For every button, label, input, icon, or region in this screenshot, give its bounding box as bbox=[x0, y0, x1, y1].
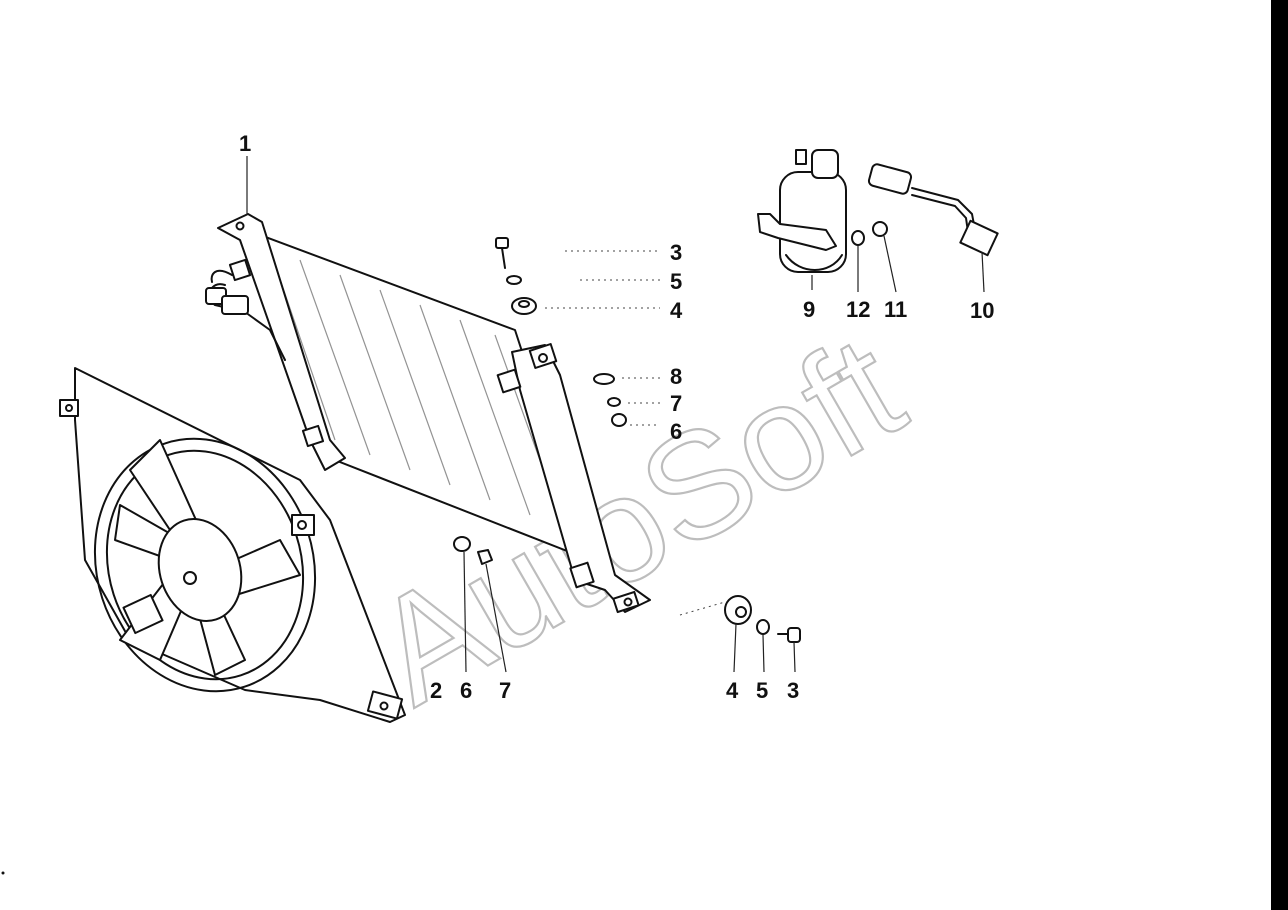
washer-7 bbox=[607, 397, 621, 407]
callout-4-lower: 4 bbox=[726, 678, 739, 703]
callout-5-lower: 5 bbox=[756, 678, 768, 703]
upper-washer-5 bbox=[506, 275, 522, 285]
scan-dot bbox=[1, 871, 5, 875]
lower-clip-7 bbox=[477, 549, 493, 565]
callout-6-upper: 6 bbox=[670, 419, 682, 444]
callout-5-upper: 5 bbox=[670, 269, 682, 294]
o-ring-12 bbox=[851, 230, 865, 246]
callout-7-lower: 7 bbox=[499, 678, 511, 703]
scan-edge-bar bbox=[1271, 0, 1288, 910]
upper-bolt-3 bbox=[495, 237, 509, 269]
callout-10: 10 bbox=[970, 298, 994, 323]
lower-nut-6 bbox=[453, 536, 471, 552]
callout-labels: 1 3 5 4 8 7 6 9 12 11 10 2 6 7 4 5 3 bbox=[239, 131, 994, 703]
callout-11: 11 bbox=[884, 297, 907, 322]
leader-lines bbox=[246, 156, 985, 673]
callout-3-upper: 3 bbox=[670, 240, 682, 265]
callout-9: 9 bbox=[803, 297, 815, 322]
callout-1: 1 bbox=[239, 131, 251, 156]
callout-4-upper: 4 bbox=[670, 298, 683, 323]
callout-6-lower: 6 bbox=[460, 678, 472, 703]
callout-12: 12 bbox=[846, 297, 870, 322]
callout-7-upper: 7 bbox=[670, 391, 682, 416]
upper-grommet-4 bbox=[511, 297, 537, 315]
lower-grommet-4 bbox=[724, 595, 752, 625]
pressure-switch-part bbox=[867, 163, 999, 257]
callout-2: 2 bbox=[430, 678, 442, 703]
lower-washer-5 bbox=[756, 619, 770, 635]
o-ring-11 bbox=[872, 221, 888, 237]
nut-6 bbox=[611, 413, 627, 427]
callout-3-lower: 3 bbox=[787, 678, 799, 703]
condenser-part bbox=[205, 213, 651, 614]
callout-8: 8 bbox=[670, 364, 682, 389]
fan-shroud-part bbox=[59, 367, 406, 723]
lower-bolt-3 bbox=[777, 627, 801, 643]
receiver-drier-part bbox=[757, 149, 847, 273]
washer-8 bbox=[593, 373, 615, 385]
